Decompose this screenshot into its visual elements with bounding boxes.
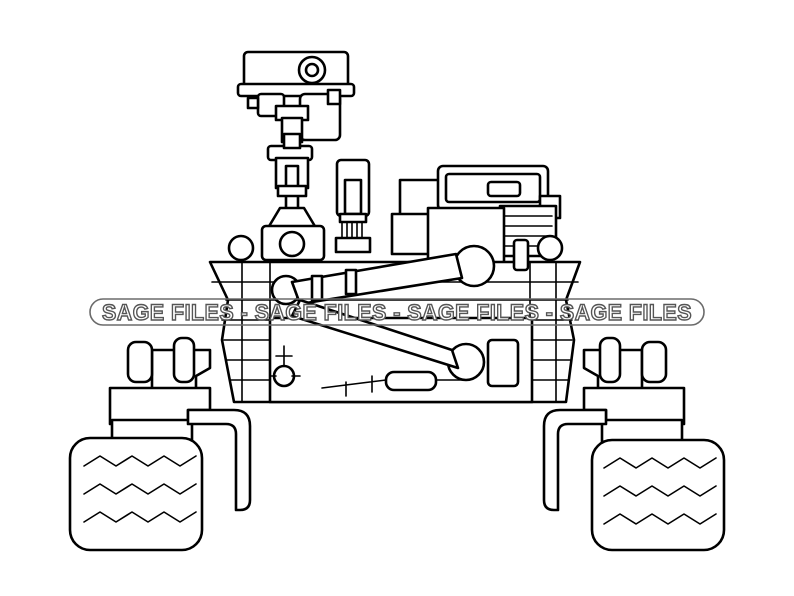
watermark-band	[89, 298, 705, 326]
right-wheel	[590, 438, 726, 552]
mast-camera-head	[236, 50, 356, 144]
mast-column	[260, 132, 326, 262]
rover-body	[208, 238, 582, 404]
left-wheel	[68, 436, 204, 552]
antenna-cylinder	[334, 158, 372, 254]
watermark-text: SAGE FILES - SAGE FILES - SAGE FILES - S…	[102, 300, 692, 325]
rear-equipment	[227, 164, 564, 266]
watermark: SAGE FILES - SAGE FILES - SAGE FILES - S…	[89, 298, 705, 326]
